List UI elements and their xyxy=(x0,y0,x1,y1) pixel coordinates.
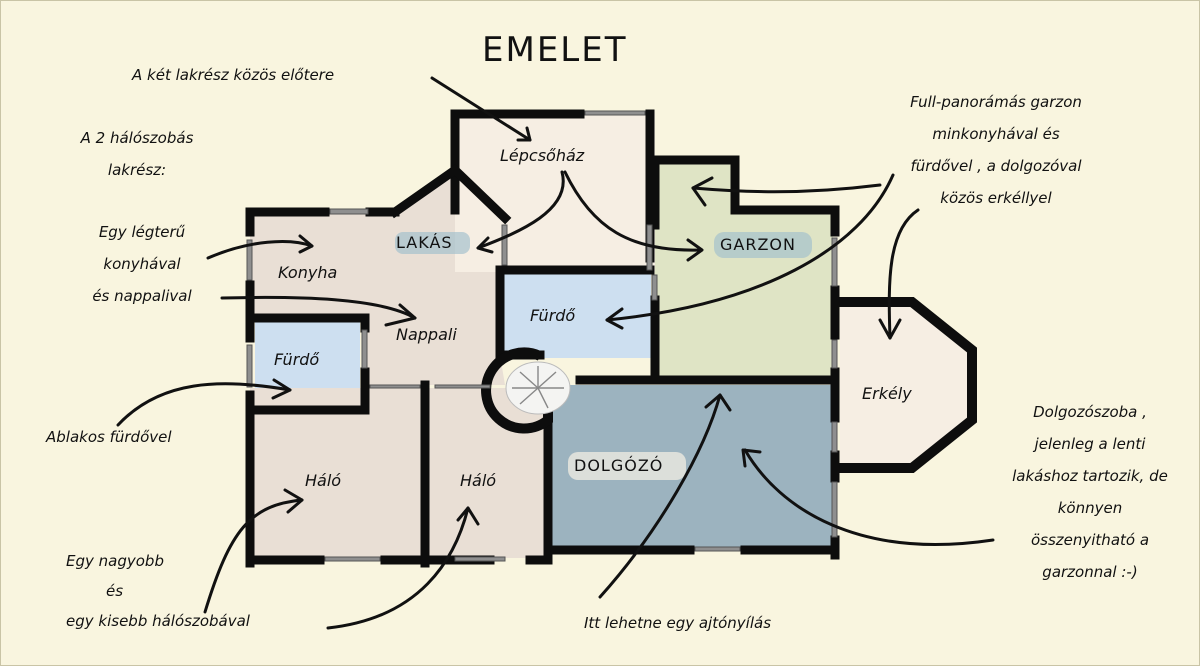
note-line: Egy nagyobb xyxy=(66,552,164,570)
note-line: közös erkéllyel xyxy=(940,189,1052,207)
note-line: Dolgozószoba , xyxy=(1033,403,1147,421)
windows xyxy=(246,110,838,562)
note-line: Full-panorámás garzon xyxy=(910,93,1082,111)
walls xyxy=(245,109,977,568)
note-legteru: Egy légterű konyhával és nappalival xyxy=(62,216,222,312)
note-line: és nappalival xyxy=(92,287,192,305)
note-line: jelenleg a lenti xyxy=(1034,435,1146,453)
room-label-halo-right: Háló xyxy=(460,471,497,490)
room-label-erkely: Erkély xyxy=(862,384,912,403)
room-label-garzon: GARZON xyxy=(720,235,796,254)
arrow-dolgozo xyxy=(743,448,995,546)
label-highlights xyxy=(395,232,812,480)
note-ajtonyilas: Itt lehetne egy ajtónyílás xyxy=(584,614,772,632)
arrow-halo-right xyxy=(326,506,470,630)
garzon-fill xyxy=(655,160,833,380)
note-line: minkonyhával és xyxy=(932,125,1060,143)
room-label-lakas: LAKÁS xyxy=(396,233,453,252)
furdo-center-fill xyxy=(503,273,651,358)
note-line: lakrész: xyxy=(107,161,167,179)
note-eloter: A két lakrész közös előtere xyxy=(132,66,335,84)
note-line: Egy légterű xyxy=(98,223,186,241)
arrow-garzon xyxy=(691,183,882,194)
note-line: garzonnal :-) xyxy=(1042,563,1138,581)
note-line: A 2 hálószobás xyxy=(80,129,194,147)
lakas-fill xyxy=(250,170,505,385)
arrow-eloter xyxy=(430,76,532,142)
arrow-lepcsohaz-lakas xyxy=(476,170,565,250)
arrow-furdo-left xyxy=(116,382,292,427)
room-label-konyha: Konyha xyxy=(278,263,338,282)
erkely-fill xyxy=(840,302,972,468)
arrow-erkely xyxy=(887,208,920,340)
room-label-halo-left: Háló xyxy=(305,471,342,490)
note-ket-haloszobas: A 2 hálószobás lakrész: xyxy=(52,122,222,186)
page-title: EMELET xyxy=(482,30,628,70)
note-nagyobb-kisebb: Egy nagyobb és egy kisebb hálószobával xyxy=(36,546,250,636)
note-line: könnyen xyxy=(1057,499,1123,517)
note-line: lakáshoz tartozik, de xyxy=(1012,467,1168,485)
arrow-halo-left xyxy=(203,498,304,614)
spiral-stair xyxy=(481,347,571,434)
room-fills xyxy=(250,112,972,558)
arrow-nappali xyxy=(220,295,417,320)
note-garzon-desc: Full-panorámás garzon minkonyhával és fü… xyxy=(866,86,1126,214)
arrow-furdo-center xyxy=(605,173,895,322)
note-line: összenyitható a xyxy=(1030,531,1150,549)
note-line: fürdővel , a dolgozóval xyxy=(910,157,1082,175)
note-dolgozo-desc: Dolgozószoba , jelenleg a lenti lakáshoz… xyxy=(990,396,1190,588)
arrow-lepcsohaz-garzon xyxy=(563,170,702,252)
note-line: egy kisebb hálószobával xyxy=(66,612,250,630)
note-line: konyhával xyxy=(103,255,181,273)
halo-right-fill xyxy=(428,388,546,558)
annotation-arrows xyxy=(116,76,995,630)
note-ablakos: Ablakos fürdővel xyxy=(46,428,172,446)
lepcsohaz-fill xyxy=(455,112,655,272)
room-label-lepcsohaz: Lépcsőház xyxy=(500,146,585,165)
arrow-konyha xyxy=(206,240,314,260)
room-label-furdo-center: Fürdő xyxy=(530,306,576,325)
note-line: és xyxy=(106,582,124,600)
arrow-ajtonyilas xyxy=(598,393,722,599)
halo-left-fill xyxy=(250,388,423,558)
room-label-furdo-left: Fürdő xyxy=(274,350,320,369)
room-label-nappali: Nappali xyxy=(396,325,457,344)
room-label-dolgozo: DOLGÓZÓ xyxy=(574,456,664,475)
